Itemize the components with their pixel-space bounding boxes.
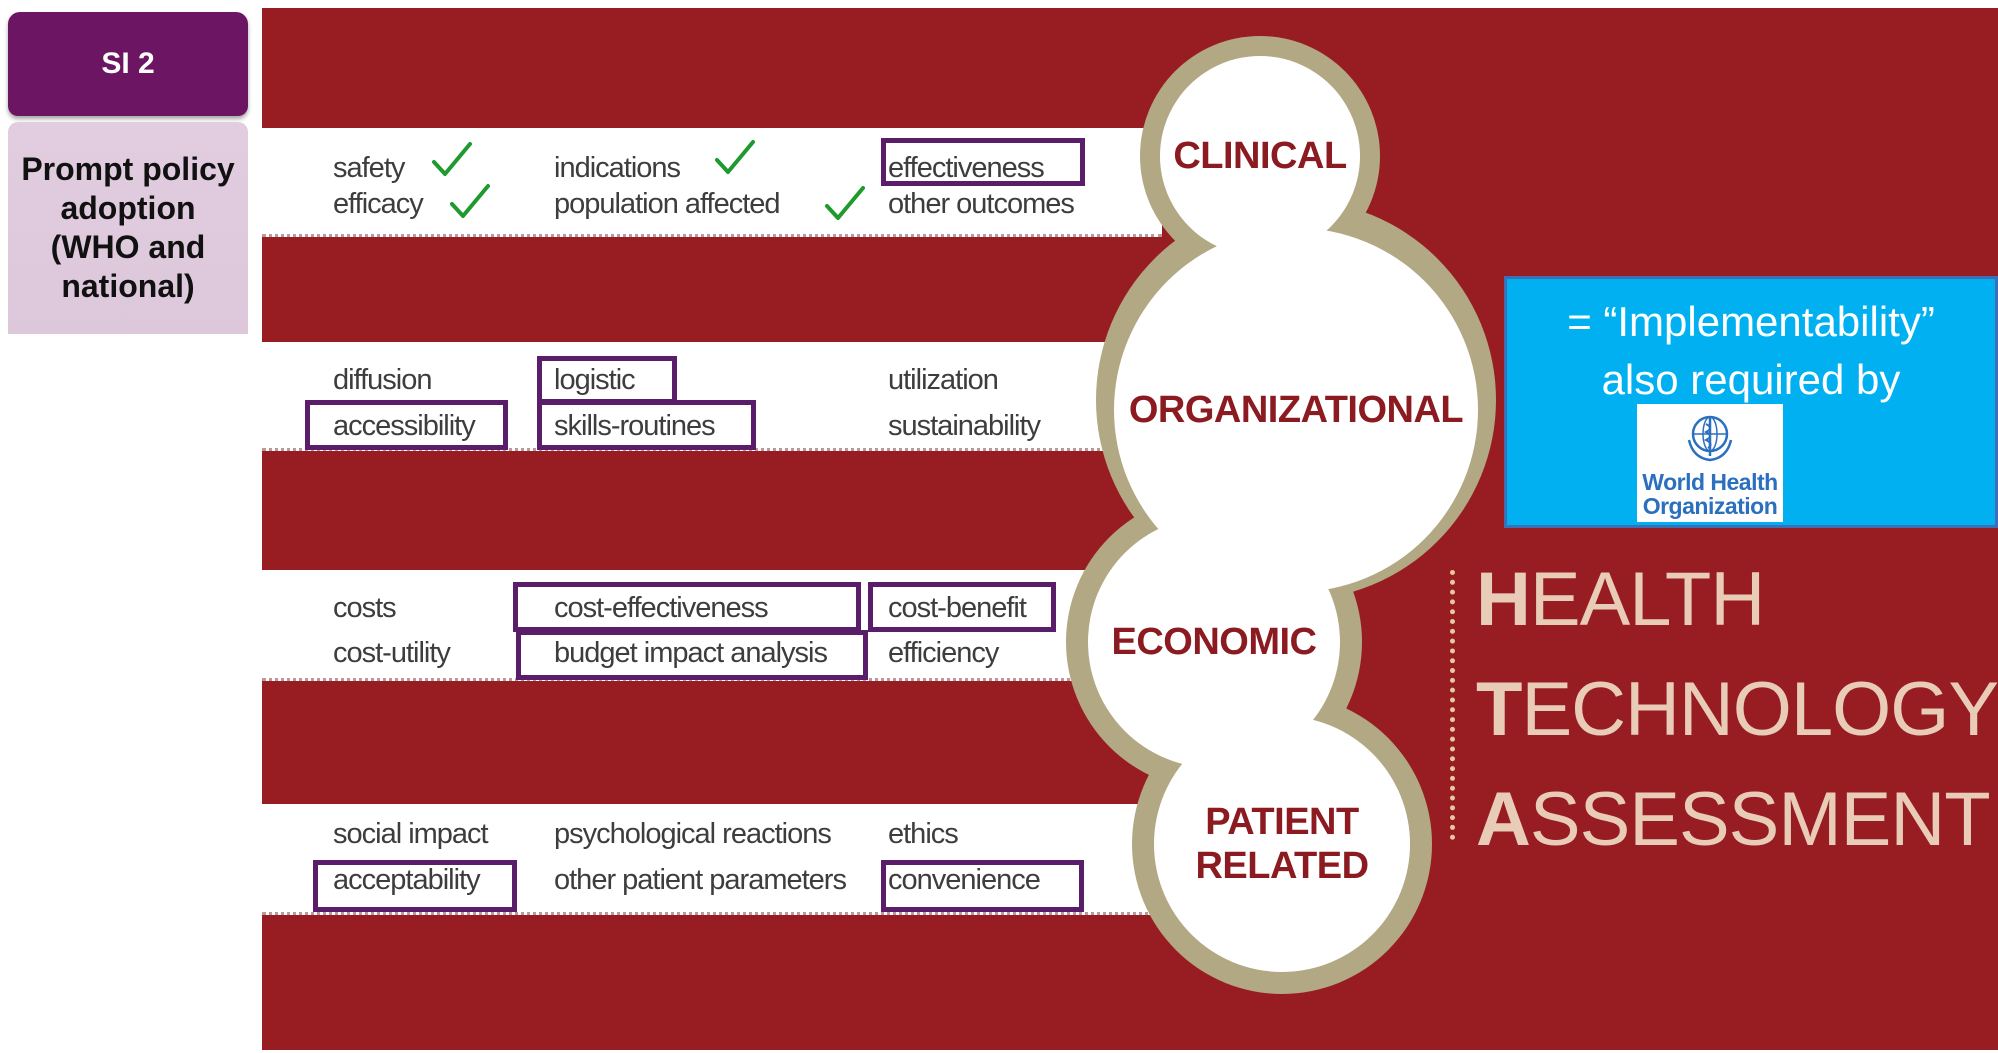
item-diffusion: diffusion [333,364,432,396]
item-safety: safety [333,152,405,184]
hta-initial: H [1476,557,1531,642]
check-icon [715,140,755,174]
highlight-box [313,860,517,912]
hta-rest: ECHNOLOGY [1521,667,1998,752]
item-effectiveness: effectiveness [888,152,1045,184]
organizational-label: ORGANIZATIONAL [1128,389,1464,431]
check-icon [450,184,490,218]
policy-box: Prompt policy adoption (WHO and national… [8,122,248,334]
note-text: = “Implementability” also required by [1567,298,1935,403]
item-ethics: ethics [888,818,959,850]
item-cost-effectiveness: cost-effectiveness [554,592,769,624]
hta-initial: T [1476,667,1522,752]
hta-line-assessment: ASSESSMENT [1476,777,1991,862]
hta-initial: A [1476,777,1531,862]
highlight-box [513,582,861,632]
check-icon [825,186,865,220]
item-utilization: utilization [888,364,999,396]
organizational-band [262,342,1162,451]
highlight-box [881,860,1084,912]
highlight-box [537,356,677,404]
clinical-circle: CLINICAL [1160,56,1360,256]
check-icon [432,142,472,176]
item-population-affected: population affected [554,188,781,220]
highlight-box [868,582,1056,632]
item-accessibility: accessibility [333,410,476,442]
highlight-box [537,400,756,450]
hta-rest: EALTH [1529,557,1765,642]
highlight-box [305,400,508,450]
policy-text: Prompt policy adoption (WHO and national… [21,151,235,304]
item-logistic: logistic [554,364,636,396]
who-emblem-icon [1687,415,1733,462]
item-acceptability: acceptability [333,864,481,896]
patient-label: PATIENT RELATED [1195,801,1369,887]
who-name: World Health Organization [1642,469,1778,519]
hta-line-health: HEALTH [1476,557,1765,642]
item-sustainability: sustainability [888,410,1041,442]
patient-circle: PATIENT RELATED [1154,716,1410,972]
hta-line-technology: TECHNOLOGY [1476,670,1998,750]
hta-rest: SSESSMENT [1529,777,1991,862]
item-convenience: convenience [888,864,1041,896]
highlight-box [516,630,868,680]
si-tab: SI 2 [8,12,248,116]
highlight-box [881,138,1085,186]
item-cost-utility: cost-utility [333,637,451,669]
item-efficacy: efficacy [333,188,424,220]
economic-label: ECONOMIC [1111,621,1318,663]
clinical-label: CLINICAL [1173,135,1347,177]
item-skills-routines: skills-routines [554,410,716,442]
item-efficiency: efficiency [888,637,999,669]
item-social-impact: social impact [333,818,489,850]
item-cost-benefit: cost-benefit [888,592,1027,624]
item-costs: costs [333,592,397,624]
item-other-patient-parameters: other patient parameters [554,864,847,896]
item-other-outcomes: other outcomes [888,188,1075,220]
patient-band [262,804,1162,915]
item-indications: indications [554,152,681,184]
dotted-divider [1450,570,1455,840]
si-label: SI 2 [101,47,155,80]
who-logo: World Health Organization [1637,404,1783,522]
item-psychological-reactions: psychological reactions [554,818,832,850]
item-budget-impact-analysis: budget impact analysis [554,637,828,669]
